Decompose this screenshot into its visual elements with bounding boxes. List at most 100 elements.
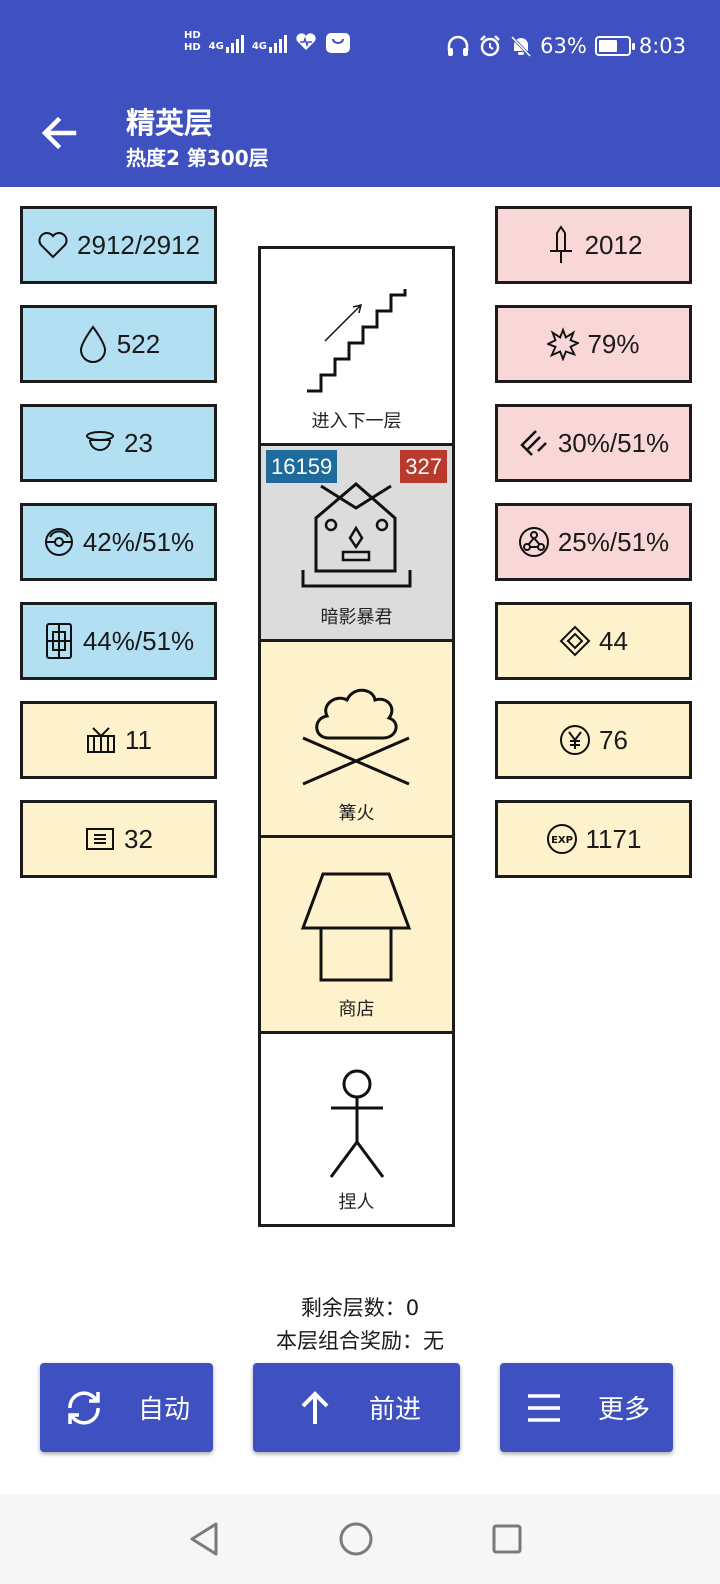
gift-icon [85,724,117,756]
cell-label: 商店 [338,999,375,1020]
hd2-indicator: HD [184,42,201,53]
menu-icon [520,1384,568,1432]
hd1-indicator: HD [184,30,201,41]
heart-icon [37,229,69,261]
health-heart-icon [296,33,316,50]
signal-1: 4G [209,31,244,53]
floor-tower: 进入下一层 16159 327 暗影暴君 篝火 商店 [258,246,455,1227]
auto-button-label: 自动 [138,1395,191,1425]
cell-campfire[interactable]: 篝火 [261,642,452,838]
nodes-icon [518,526,550,558]
stat-value: 76 [599,724,628,755]
shop-house-icon [300,872,412,982]
stat-value: 32 [124,823,153,854]
cell-shop[interactable]: 商店 [261,838,452,1034]
stat-value: 2012 [584,229,643,260]
diamond-icon [559,625,591,657]
net2-label: 4G [251,41,268,52]
cell-label: 捏人 [338,1192,375,1213]
stat-attack[interactable]: 2012 [495,206,692,284]
stat-defense[interactable]: 23 [20,404,217,482]
stat-value: 522 [116,328,161,359]
stat-gem[interactable]: 44 [495,602,692,680]
stat-value: 23 [124,427,153,458]
exp-icon: EXP [546,823,578,855]
shield-icon [43,623,75,659]
stat-evade[interactable]: 42%/51% [20,503,217,581]
app-bar: HD HD 4G 4G [0,0,720,187]
stat-value: 79% [587,328,640,359]
battery-icon [594,36,635,56]
stat-value: 11 [125,724,152,755]
stat-pierce[interactable]: 30%/51% [495,404,692,482]
refresh-icon [60,1384,108,1432]
status-bar-right: 63% 8:03 [446,34,686,58]
status-bar-left: HD HD 4G 4G [184,30,351,54]
helmet-icon [84,427,116,459]
remaining-floors-text: 剩余层数：0 [300,1296,420,1320]
nav-home-icon[interactable] [331,1514,381,1564]
stat-mana[interactable]: 522 [20,305,217,383]
stat-crit[interactable]: 79% [495,305,692,383]
signal-bars-icon [269,31,288,53]
exp-icon-text: EXP [551,835,573,846]
auto-button[interactable]: 自动 [40,1363,213,1452]
hd-indicators: HD HD [184,30,201,54]
net1-label: 4G [208,41,224,52]
cell-label: 篝火 [338,803,375,824]
nav-recents-icon[interactable] [482,1514,532,1564]
shadow-tyrant-icon [301,482,412,588]
stat-gold[interactable]: 76 [495,701,692,779]
orb-icon [43,526,75,558]
stat-block[interactable]: 44%/51% [20,602,217,680]
stat-combo[interactable]: 25%/51% [495,503,692,581]
stat-value: 44%/51% [82,625,195,656]
page-subtitle: 热度2 第300层 [126,146,269,170]
battery-percent: 63% [540,34,587,58]
drop-icon [77,325,109,363]
stat-gift[interactable]: 11 [20,701,217,779]
stat-value: 30%/51% [557,427,670,458]
scroll-icon [84,823,116,855]
forward-button-label: 前进 [369,1395,422,1425]
shopping-bag-icon [326,33,351,53]
status-bar: HD HD 4G 4G [0,26,720,76]
arrow-up-icon [291,1384,339,1432]
clock: 8:03 [638,34,686,58]
stat-hp[interactable]: 2912/2912 [20,206,217,284]
page-title: 精英层 [126,106,214,140]
cell-label: 暗影暴君 [320,607,393,628]
stat-value: 2912/2912 [77,229,200,260]
cell-boss[interactable]: 16159 327 暗影暴君 [261,446,452,642]
stat-exp[interactable]: EXP 1171 [495,800,692,878]
cell-label: 进入下一层 [311,411,402,432]
nav-back-icon[interactable] [180,1514,230,1564]
stat-value: 42%/51% [82,526,195,557]
cell-character-creator[interactable]: 捏人 [261,1034,452,1224]
forward-button[interactable]: 前进 [253,1363,460,1452]
person-icon [329,1069,385,1178]
more-button-label: 更多 [598,1395,651,1425]
slash-icon [518,427,550,459]
alarm-icon [480,35,501,57]
signal-2: 4G [251,31,288,53]
more-button[interactable]: 更多 [500,1363,673,1452]
stat-scroll[interactable]: 32 [20,800,217,878]
cell-next-floor[interactable]: 进入下一层 [261,249,452,446]
stat-value: 25%/51% [557,526,670,557]
burst-icon [547,327,580,361]
stairs-icon [307,289,407,393]
campfire-icon [302,688,410,786]
stat-value: 1171 [585,823,642,854]
sword-icon [545,225,577,263]
battery-fill [598,40,617,52]
headphones-icon [447,35,469,56]
boss-hp-badge: 16159 [266,450,338,483]
yen-icon [559,724,591,756]
boss-attack-badge: 327 [400,450,447,483]
floor-bonus-text: 本层组合奖励：无 [276,1329,444,1353]
back-arrow-icon[interactable] [36,110,82,156]
bell-muted-icon [511,35,532,58]
stat-value: 44 [599,625,628,656]
system-nav-bar [0,1494,720,1584]
